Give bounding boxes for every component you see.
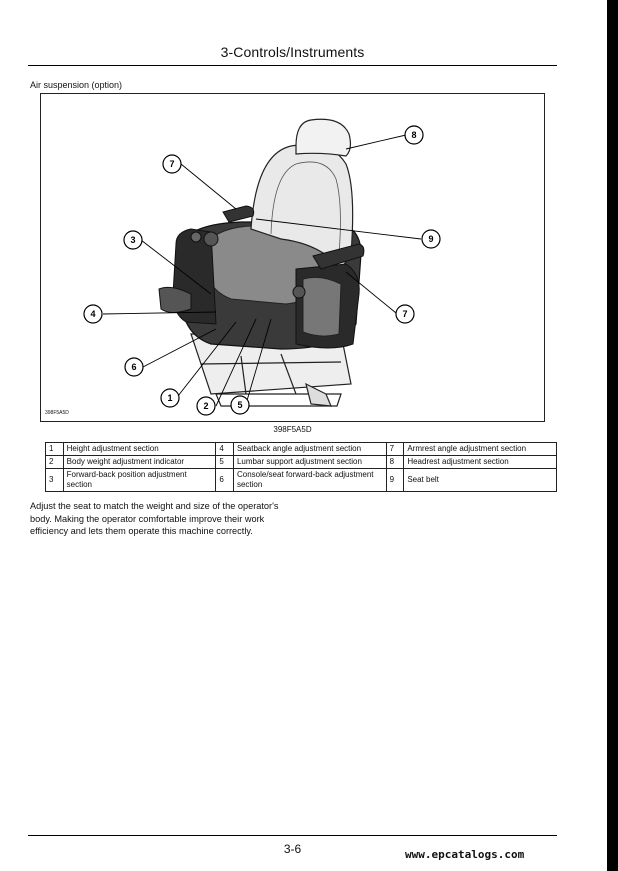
callout-label: 6	[131, 362, 136, 372]
callout-9: 9	[421, 229, 441, 249]
figure-caption: 398F5A5D	[273, 425, 312, 434]
callout-label: 4	[90, 309, 95, 319]
legend-text: Lumbar support adjustment section	[232, 455, 387, 469]
legend-number: 7	[385, 442, 405, 456]
legend-text: Body weight adjustment indicator	[62, 455, 217, 469]
legend-number: 3	[45, 468, 64, 492]
page-edge-bar	[607, 0, 618, 871]
callout-label: 7	[402, 309, 407, 319]
legend-row: 2 Body weight adjustment indicator 5 Lum…	[45, 455, 557, 469]
legend-row: 1 Height adjustment section 4 Seatback a…	[45, 442, 557, 456]
callout-label: 9	[428, 234, 433, 244]
legend-number: 4	[215, 442, 234, 456]
legend-text: Armrest angle adjustment section	[403, 442, 557, 456]
legend-table: 1 Height adjustment section 4 Seatback a…	[45, 442, 557, 492]
legend-number: 9	[385, 468, 405, 492]
legend-text: Headrest adjustment section	[403, 455, 557, 469]
legend-text: Seat belt	[403, 468, 557, 492]
footer-divider	[28, 835, 557, 836]
legend-number: 5	[215, 455, 234, 469]
seat-illustration: 8 7 3 9 4 7 6 1 2 5	[83, 118, 441, 416]
page-number: 3-6	[283, 842, 302, 856]
legend-number: 8	[385, 455, 405, 469]
page-title: 3-Controls/Instruments	[220, 44, 365, 60]
body-paragraph: Adjust the seat to match the weight and …	[30, 501, 279, 537]
header-divider	[28, 65, 557, 66]
section-label: Air suspension (option)	[30, 80, 123, 90]
legend-row: 3 Forward-back position adjustment secti…	[45, 468, 557, 492]
seat-figure: 8 7 3 9 4 7 6 1 2 5 398F5A5D	[40, 93, 545, 422]
callout-1: 1	[160, 388, 180, 408]
callout-label: 8	[411, 130, 416, 140]
callout-label: 1	[167, 393, 172, 403]
callout-label: 3	[130, 235, 135, 245]
legend-text: Forward-back position adjustment section	[62, 468, 217, 492]
legend-number: 2	[45, 455, 64, 469]
callout-4: 4	[83, 304, 103, 324]
callout-7-right: 7	[395, 304, 415, 324]
callout-3: 3	[123, 230, 143, 250]
legend-text: Height adjustment section	[62, 442, 217, 456]
callout-label: 2	[203, 401, 208, 411]
legend-text: Console/seat forward-back adjustment sec…	[232, 468, 387, 492]
callout-7-top: 7	[162, 154, 182, 174]
callout-6: 6	[124, 357, 144, 377]
watermark: www.epcatalogs.com	[405, 848, 525, 861]
figure-code-small: 398F5A5D	[45, 410, 69, 416]
callout-label: 7	[169, 159, 174, 169]
legend-number: 1	[45, 442, 64, 456]
callout-2: 2	[196, 396, 216, 416]
legend-number: 6	[215, 468, 234, 492]
callout-label: 5	[237, 400, 242, 410]
callout-5: 5	[230, 395, 250, 415]
callout-8: 8	[404, 125, 424, 145]
legend-text: Seatback angle adjustment section	[232, 442, 387, 456]
